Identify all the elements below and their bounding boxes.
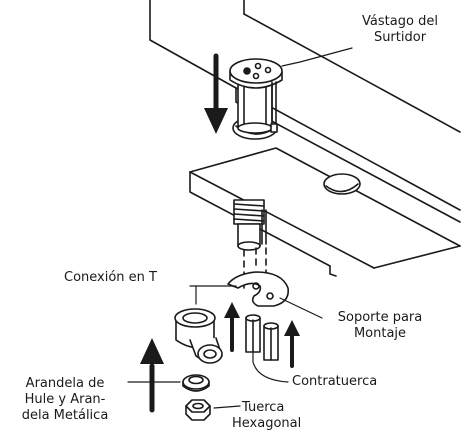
label-locknut: Contratuerca <box>292 374 378 389</box>
small-up-arrows <box>224 302 300 368</box>
label-mounting-bracket: Soporte para Montaje <box>320 310 440 342</box>
label-tee-connection: Conexión en T <box>64 270 157 285</box>
tee-connector <box>174 285 237 364</box>
label-washers: Arandela de Hule y Aran- dela Metálica <box>0 376 130 424</box>
countertop <box>189 147 461 277</box>
label-faucet-stem: Vástago del Surtidor <box>340 14 460 46</box>
label-washers-line1: Arandela de <box>25 376 105 391</box>
label-washers-line3: dela Metálica <box>21 408 109 423</box>
label-hex-nut: Tuerca Hexagonal <box>232 400 301 432</box>
label-hex-nut-line2: Hexagonal <box>232 416 302 431</box>
label-washers-line2: Hule y Aran- <box>24 392 106 407</box>
leader-lines <box>127 47 353 409</box>
guide-lines <box>243 247 267 289</box>
label-mounting-bracket-line1: Soporte para <box>337 310 423 325</box>
label-faucet-stem-line2: Surtidor <box>373 30 427 45</box>
label-hex-nut-line1: Tuerca <box>242 400 285 415</box>
label-faucet-stem-line1: Vástago del <box>362 14 438 29</box>
hex-nut <box>185 399 211 421</box>
down-arrow <box>204 53 228 134</box>
lock-nuts <box>245 314 289 383</box>
washers <box>182 374 210 392</box>
up-arrow <box>140 338 164 413</box>
threaded-stem-lower <box>233 199 267 251</box>
label-mounting-bracket-line2: Montaje <box>353 326 407 341</box>
mounting-bracket <box>227 271 323 319</box>
faucet-stem-upper <box>229 58 283 134</box>
